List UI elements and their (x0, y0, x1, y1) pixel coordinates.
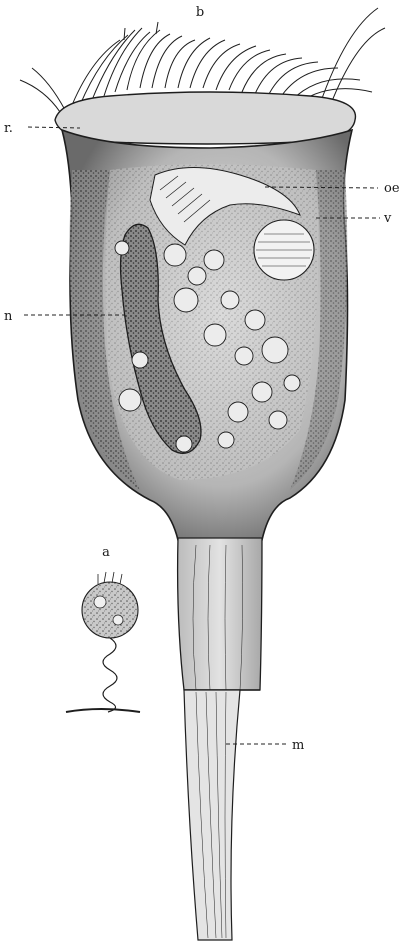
label-m: m (292, 738, 304, 753)
inset-bell (82, 582, 138, 638)
label-oe: oe (384, 181, 400, 196)
inset-coiled-stalk (103, 638, 117, 712)
label-a: a (102, 545, 110, 560)
inset-contracted-specimen (66, 572, 140, 712)
label-v: v (383, 211, 392, 226)
stalk-upper (178, 538, 262, 690)
label-n: n (4, 309, 13, 324)
label-r: r. (4, 121, 13, 136)
label-b: b (196, 5, 204, 20)
stalk-lower (184, 690, 240, 940)
peristome-rim (55, 92, 355, 144)
